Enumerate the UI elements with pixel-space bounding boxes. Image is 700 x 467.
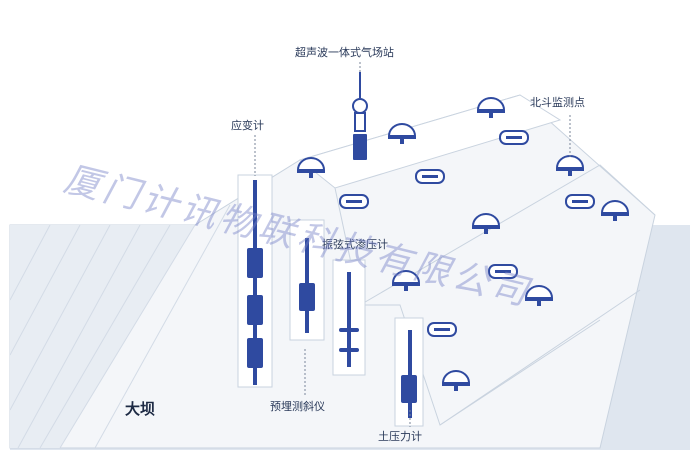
dome-sensor-icon [555,155,585,176]
earth-pressure-sensor [401,330,417,418]
dome-sensor-icon [471,213,501,234]
terrace-edge-3 [439,319,601,426]
dam-face-stripes [10,204,231,448]
inclinometer-sensor [299,238,315,333]
box-sensor-icon [339,194,369,209]
box-sensor-icon [565,194,595,209]
dome-sensor-icon [476,97,506,118]
terrace-edge-1 [334,164,656,306]
label-dam: 大坝 [125,400,156,418]
beidou-dome-sensors [296,97,630,391]
dome-sensor-icon [441,370,471,391]
label-earth-pressure: 土压力计 [378,430,422,443]
label-vw-piezometer: 振弦式渗压计 [322,238,388,251]
piezometer-sensor [339,272,359,367]
strain-gauge-sensor [247,180,263,385]
box-sensor-icon [427,322,457,337]
dome-sensor-icon [600,200,630,221]
beidou-box-sensors [339,130,595,337]
box-sensor-icon [499,130,529,145]
box-sensor-icon [488,264,518,279]
box-sensor-icon [415,169,445,184]
dome-sensor-icon [391,270,421,291]
dome-sensor-icon [296,157,326,178]
label-inclinometer: 预埋测斜仪 [270,400,325,413]
weather-station-icon [352,72,368,160]
leader-lines [254,62,571,427]
label-strain-gauge: 应变计 [231,119,264,132]
label-beidou: 北斗监测点 [530,96,585,109]
dome-sensor-icon [524,285,554,306]
label-weather-station: 超声波一体式气场站 [295,46,394,59]
dam-crest [298,94,562,189]
dome-sensor-icon [387,123,417,144]
